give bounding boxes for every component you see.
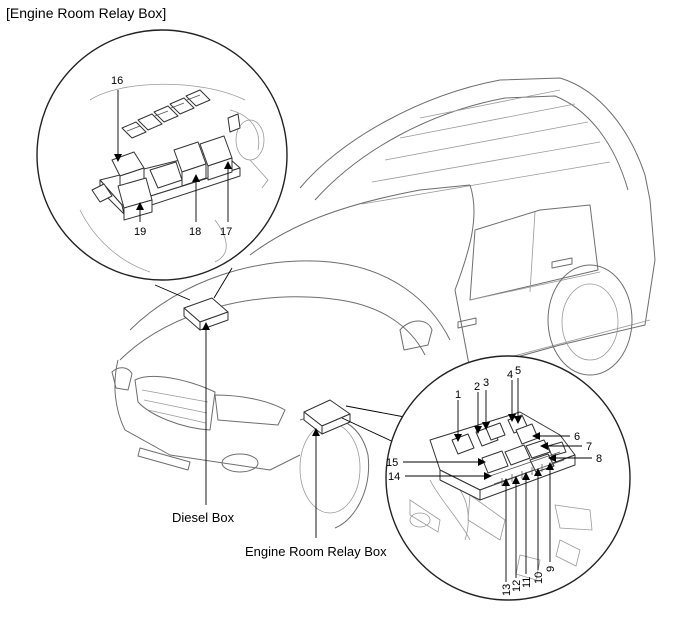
- relay-box-caption: Engine Room Relay Box: [245, 544, 387, 559]
- label-7: 7: [586, 441, 592, 453]
- diesel-box-zoom: [36, 29, 288, 301]
- relay-box-zoom: [341, 355, 631, 601]
- label-10: 10: [533, 572, 545, 584]
- label-8: 8: [596, 453, 602, 465]
- page-title: [Engine Room Relay Box]: [6, 5, 167, 21]
- label-1: 1: [455, 389, 461, 401]
- label-2: 2: [474, 381, 480, 393]
- label-5: 5: [515, 365, 521, 377]
- label-15: 15: [386, 457, 398, 469]
- label-3: 3: [483, 377, 489, 389]
- label-18: 18: [189, 226, 201, 238]
- label-16: 16: [111, 75, 123, 87]
- label-17: 17: [220, 226, 232, 238]
- vehicle-outline: [111, 77, 656, 529]
- label-9: 9: [545, 566, 557, 572]
- label-4: 4: [507, 369, 513, 381]
- diesel-box-caption: Diesel Box: [172, 510, 235, 525]
- label-12: 12: [511, 580, 523, 592]
- label-14: 14: [388, 471, 400, 483]
- label-11: 11: [521, 577, 533, 588]
- label-19: 19: [134, 226, 146, 238]
- label-13: 13: [501, 584, 513, 596]
- label-6: 6: [574, 431, 580, 443]
